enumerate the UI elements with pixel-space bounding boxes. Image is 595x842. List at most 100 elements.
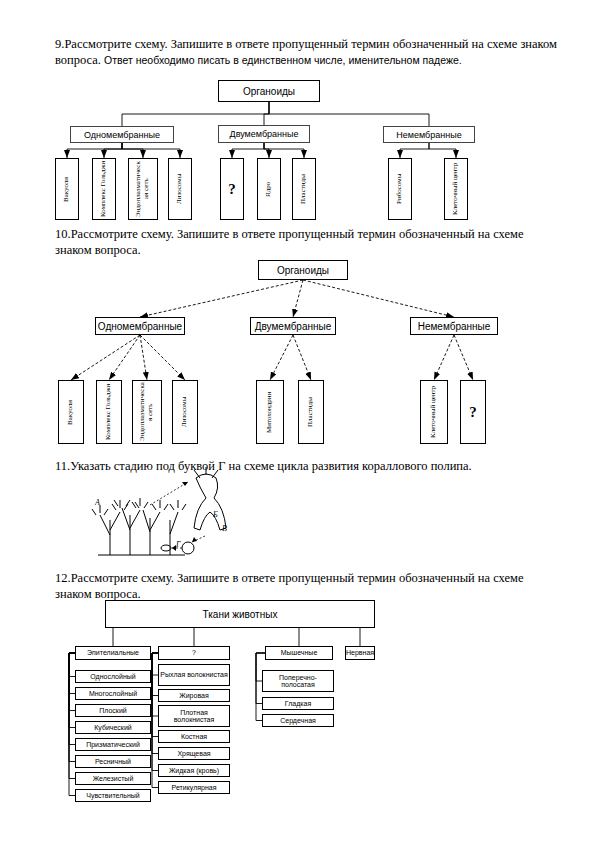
box-text: Двумембранные (255, 321, 332, 332)
organelle-box: Эндоплазматическая сеть (128, 158, 158, 220)
category-box: Органоиды (218, 80, 320, 102)
tree-connector (293, 280, 303, 317)
category-box: Призматический (75, 738, 151, 751)
box-text: Органоиды (243, 86, 295, 97)
box-text: Митохондрии (266, 391, 274, 432)
tree-connector (232, 143, 264, 158)
box-text: Немембранные (418, 321, 491, 332)
category-box: Сердечная (262, 714, 334, 727)
box-text: Ядро (265, 181, 273, 196)
box-text: Рибосомы (396, 174, 404, 204)
tree-connector (69, 653, 75, 796)
box-text: Комплекс Гольджи (100, 161, 108, 217)
category-box: Рыхлая волокнистая (158, 664, 230, 686)
category-box: Жидкая (кровь) (158, 764, 230, 777)
box-text: Двумембранные (230, 129, 299, 139)
tree-connector (360, 628, 361, 646)
box-text: Плоский (99, 707, 126, 714)
tree-connector (299, 628, 300, 646)
colony-branches (100, 508, 178, 555)
tree-connector (152, 653, 158, 754)
box-text: Жидкая (кровь) (169, 767, 219, 774)
tree-connector (152, 653, 158, 771)
box-text: Нервная (346, 649, 374, 656)
category-box: Одномембранные (70, 126, 174, 143)
category-box: Ресничный (75, 755, 151, 768)
organelle-box: Комплекс Гольджи (96, 380, 122, 444)
category-box: Железистый (75, 772, 151, 785)
box-text: Рыхлая волокнистая (160, 671, 228, 678)
organelle-box: Клеточный центр (444, 158, 468, 220)
organelle-box: Ядро (257, 158, 281, 220)
box-text: Поперечно-полосатая (264, 674, 332, 689)
cycle-arrow (150, 482, 188, 505)
box-text: Ретикулярная (172, 784, 217, 791)
tree-connector (152, 653, 158, 696)
organelle-box: Лизосомы (172, 380, 198, 444)
box-text: Ткани животных (203, 609, 278, 620)
organelle-box: Вакуоли (58, 380, 84, 444)
tree-connector (264, 143, 269, 158)
category-box: Органоиды (258, 260, 348, 280)
box-text: Одномембранные (84, 130, 160, 140)
category-box: Жировая (158, 689, 230, 702)
tree-connector (434, 335, 454, 380)
organelle-box: Лизосомы (168, 158, 192, 220)
box-text: Пластиды (300, 174, 308, 204)
polyp-body (194, 474, 226, 530)
tree-connector (256, 653, 265, 704)
tree-connector (293, 335, 311, 380)
organelle-box: Пластиды (292, 158, 316, 220)
stage-letter: В (222, 524, 227, 533)
category-box: Двумембранные (250, 317, 336, 335)
category-box: Плотная волокнистая (158, 705, 230, 727)
box-text: ? (228, 181, 236, 198)
category-box: ? (158, 646, 230, 660)
tree-connector (264, 143, 304, 158)
box-text: Костная (181, 733, 207, 740)
question-text: 10.Рассмотрите схему. Запишите в ответе … (55, 226, 560, 259)
box-text: Железистый (93, 775, 134, 782)
tree-connector (400, 143, 429, 158)
question-text: 12.Рассмотрите схему. Запишите в ответе … (55, 570, 560, 603)
tree-connector (69, 653, 75, 728)
tree-connector (140, 335, 185, 380)
box-text: Мышечные (281, 649, 318, 656)
box-text: Эндоплазматическая сеть (135, 160, 150, 218)
polyp-colony (92, 498, 186, 555)
tree-connector (454, 335, 473, 380)
tree-connector (69, 653, 75, 694)
category-box: Эпителиальные (75, 646, 151, 660)
colony-base (98, 555, 185, 556)
tree-connector (67, 143, 122, 158)
question-box: ? (220, 158, 244, 220)
question-text: Ответ необходимо писать в единственном ч… (104, 54, 462, 66)
organelle-box: Комплекс Гольджи (92, 158, 116, 220)
larva-shape (161, 545, 171, 551)
category-box: Ткани животных (105, 600, 375, 628)
question-block: 9.Рассмотрите схему. Запишите в ответе п… (55, 36, 560, 69)
tree-connector (71, 335, 140, 380)
category-box: Мышечные (265, 646, 333, 660)
box-text: Жировая (179, 692, 208, 699)
organelle-box: Рибосомы (388, 158, 412, 220)
tree-connector (256, 653, 265, 681)
tree-connector (152, 653, 158, 737)
tree-connector (69, 653, 75, 762)
cycle-arrowheads (172, 482, 197, 551)
category-box: Немембранные (383, 126, 475, 143)
tree-connector (69, 653, 75, 711)
box-text: Плотная волокнистая (160, 709, 228, 724)
single-polyp (194, 467, 226, 530)
tree-connector (69, 653, 75, 745)
egg-circle (182, 542, 194, 554)
category-box: Поперечно-полосатая (262, 670, 334, 692)
tree-connector (104, 143, 122, 158)
tree-connector (429, 143, 456, 158)
category-box: Немембранные (410, 317, 498, 335)
tree-connector (109, 335, 140, 380)
tree-connector (140, 335, 147, 380)
box-text: ? (192, 649, 196, 656)
